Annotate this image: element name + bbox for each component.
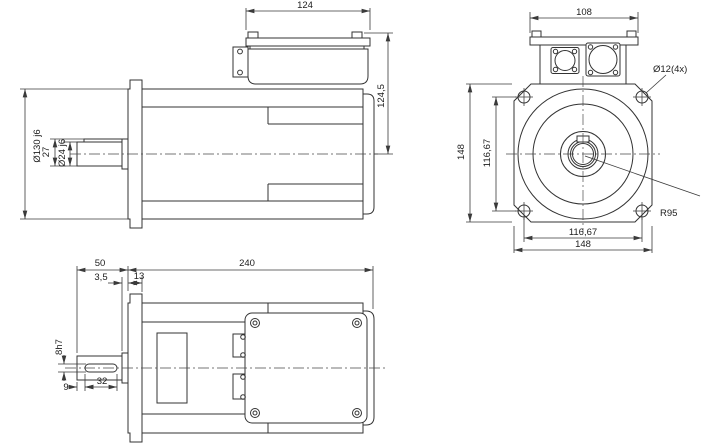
screw	[571, 48, 578, 55]
box-screw	[252, 410, 258, 416]
box-tab-right	[351, 31, 363, 39]
top-dimensions: 50 240 3,5 13 8h7 9 32	[54, 258, 374, 393]
screw	[240, 374, 246, 380]
screw	[552, 48, 559, 55]
screw	[612, 69, 619, 76]
front-connector-large	[585, 42, 621, 77]
dim-label-terminal-box-width: 108	[576, 7, 592, 18]
screw	[587, 44, 594, 50]
dim-label-mounting-hole-note: Ø12(4x)	[653, 64, 687, 75]
dim-label-hole-pitch-vertical: 116,67	[482, 139, 493, 167]
side-terminal-box	[232, 31, 371, 85]
screw	[552, 66, 559, 73]
dim-label-box-width: 124	[297, 0, 313, 11]
front-connector-large-circle	[588, 45, 618, 74]
box-screw	[352, 408, 362, 418]
screw	[571, 66, 578, 73]
box-screw	[352, 318, 362, 328]
top-connector-bump	[232, 333, 246, 358]
front-bolt-holes	[515, 88, 651, 220]
dim-label-key-start-offset: 9	[63, 382, 68, 393]
box-body	[247, 48, 369, 85]
box-screw	[250, 318, 260, 328]
top-view: 50 240 3,5 13 8h7 9 32	[54, 258, 385, 443]
leader-corner-radius	[584, 155, 701, 197]
front-box-plate	[529, 36, 639, 46]
front-view: 108 Ø12(4x) 148 116,67 116,67 148 R95	[456, 7, 701, 253]
dim-label-shaft-diameter: Ø24 j6	[57, 139, 68, 167]
screw	[240, 352, 246, 358]
side-view: 124 124,5 Ø130 j6 27 Ø24 j6	[20, 0, 393, 229]
screw	[612, 44, 619, 50]
side-shaft-key	[83, 138, 123, 143]
dim-label-key-width: 8h7	[54, 339, 65, 355]
front-box-tab-right	[626, 30, 637, 38]
box-screw	[354, 410, 360, 416]
screw	[587, 69, 594, 76]
dim-label-key-length: 32	[97, 376, 108, 387]
dim-label-shaft-length: 50	[95, 258, 106, 269]
dim-label-height-over-center: 124,5	[376, 84, 387, 108]
dim-label-flange-width: 148	[575, 239, 591, 250]
box-connector-screw	[237, 69, 243, 76]
dim-label-spigot-depth: 3,5	[94, 272, 107, 283]
screw	[240, 334, 246, 340]
front-connector-small-circle	[554, 50, 576, 71]
box-tab-left	[247, 31, 259, 39]
box-lid	[245, 37, 371, 47]
dim-label-body-diameter: Ø130 j6	[32, 129, 43, 162]
dim-label-flange-thickness: 13	[134, 271, 145, 282]
side-dimensions: 124 124,5 Ø130 j6 27 Ø24 j6	[20, 0, 393, 220]
box-connector-block	[232, 46, 249, 78]
box-screw	[250, 408, 260, 418]
front-dimensions: 108 Ø12(4x) 148 116,67 116,67 148 R95	[456, 7, 701, 253]
screw	[240, 394, 246, 400]
leader-mounting-holes	[645, 74, 667, 94]
box-screw	[354, 320, 360, 326]
box-connector-screw	[237, 48, 243, 55]
dim-label-height-over-key: 27	[41, 147, 52, 158]
front-box-tab-left	[531, 30, 542, 38]
side-housing-steps	[142, 106, 363, 202]
dim-label-housing-length: 240	[239, 258, 255, 269]
dim-label-hole-pitch-horizontal: 116,67	[569, 227, 597, 238]
side-rear-cap	[362, 93, 375, 215]
top-terminal-box	[232, 312, 368, 424]
dim-label-corner-radius: R95	[660, 208, 677, 219]
top-connector-bump	[232, 373, 246, 400]
box-screw	[252, 320, 258, 326]
dim-label-flange-height: 148	[456, 144, 467, 160]
front-terminal-box	[529, 30, 639, 85]
